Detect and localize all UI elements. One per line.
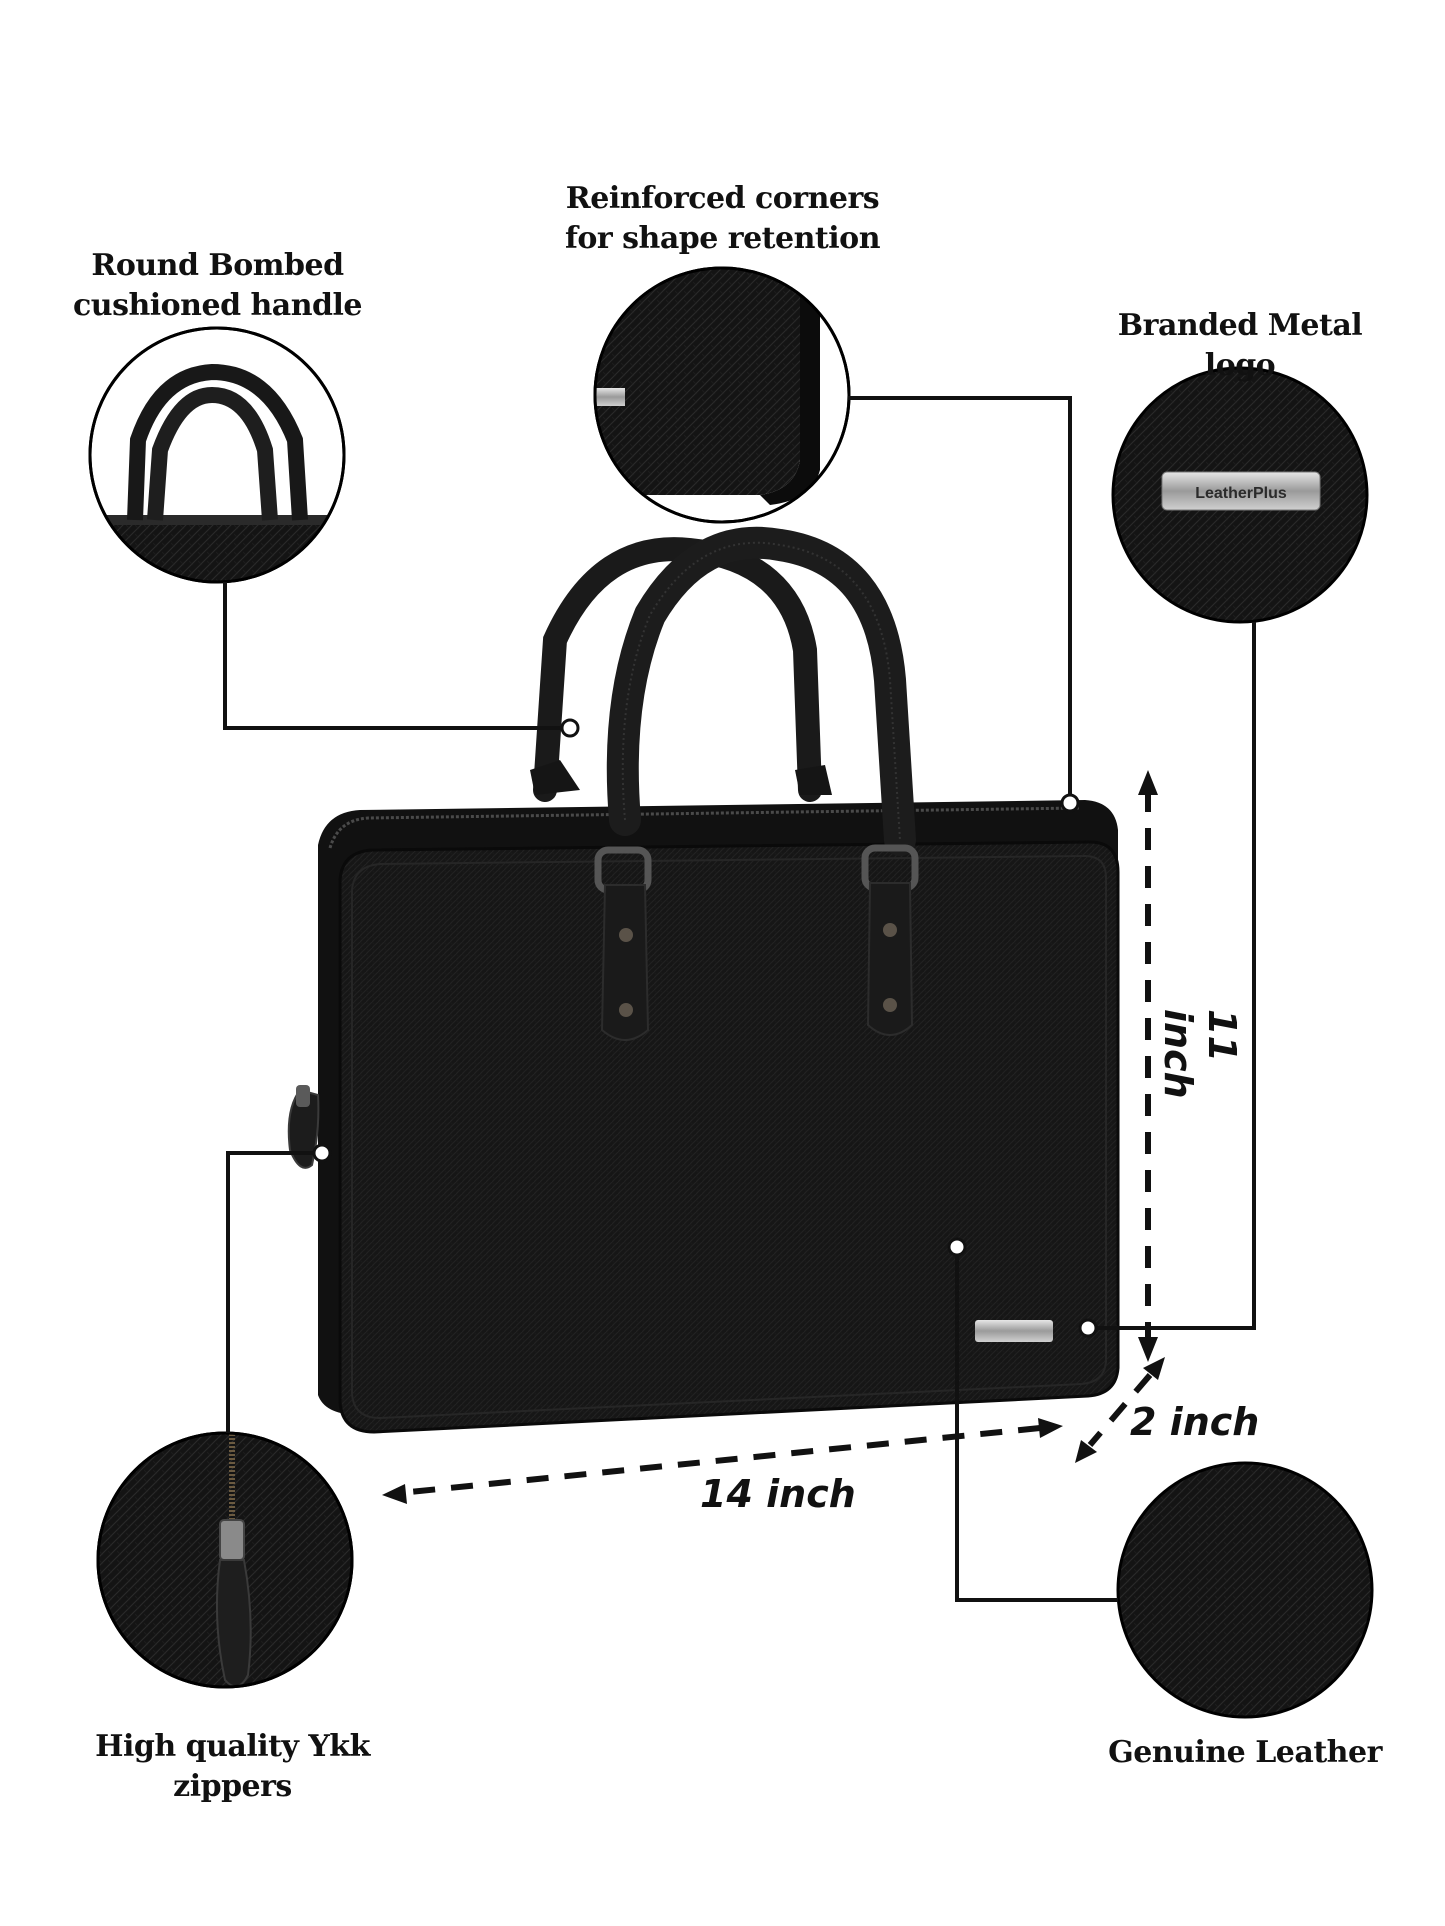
callout-dots — [312, 718, 1098, 1338]
dimension-height: 11 inch — [1156, 1009, 1244, 1099]
dimension-width: 14 inch — [700, 1472, 856, 1516]
briefcase-image — [287, 526, 1120, 1434]
width-line — [399, 1425, 1041, 1496]
feature-label-zippers: High quality Ykk zippers — [95, 1729, 370, 1804]
corner-leader — [848, 396, 1072, 803]
logo-leader — [1088, 622, 1256, 1330]
leather-detail-circle — [1116, 1461, 1374, 1719]
feature-label-leather: Genuine Leather — [1108, 1735, 1382, 1770]
zipper-detail-circle — [96, 1431, 354, 1689]
feature-label-corners: Reinforced corners for shape retention — [564, 181, 881, 256]
leather-leader — [955, 1247, 1118, 1602]
zipper-pull — [287, 1088, 320, 1169]
callout-lines — [223, 396, 1256, 1602]
bag-front-panel — [338, 840, 1120, 1434]
handle-detail-circle — [88, 326, 346, 584]
dimension-depth: 2 inch — [1130, 1400, 1260, 1444]
logo-detail-circle: LeatherPlus — [1111, 366, 1369, 624]
corner-detail-circle — [593, 266, 851, 524]
logo-plate-text: LeatherPlus — [1195, 485, 1287, 502]
feature-label-handle: Round Bombed cushioned handle — [72, 248, 363, 323]
depth-line — [1087, 1373, 1153, 1447]
logo-plate — [1161, 471, 1321, 511]
dimension-lines — [399, 790, 1153, 1496]
handle-leader — [223, 582, 570, 730]
dimension-arrowheads — [382, 770, 1165, 1504]
zipper-leader — [226, 1151, 322, 1433]
feature-label-logo: Branded Metal logo — [1117, 308, 1363, 383]
